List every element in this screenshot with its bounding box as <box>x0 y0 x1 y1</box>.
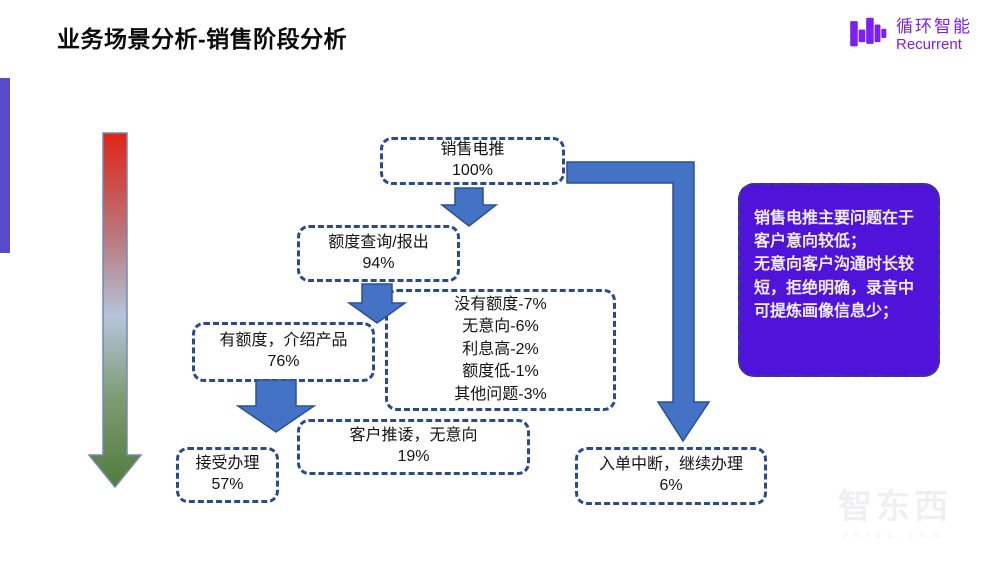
flow-node-interrupt: 入单中断，继续办理 6% <box>575 447 767 505</box>
left-accent-bar <box>0 78 10 253</box>
logo-text: 循环智能 Recurrent <box>896 17 972 54</box>
node-value: 100% <box>452 162 493 179</box>
watermark-text: 智东西 <box>838 488 952 526</box>
node-label: 有额度，介绍产品 <box>219 332 348 350</box>
node-value: 76% <box>267 353 300 370</box>
watermark: 智东西 zhidx.com <box>838 479 952 540</box>
reason-line: 没有额度-7% <box>454 296 547 314</box>
flow-node-sales-call: 销售电推 100% <box>380 137 565 185</box>
note-box: 销售电推主要问题在于客户意向较低； 无意向客户沟通时长较短，拒绝明确，录音中可提… <box>738 183 940 377</box>
node-label: 销售电推 <box>440 141 505 159</box>
logo-name-en: Recurrent <box>896 36 962 54</box>
node-value: 6% <box>659 477 683 494</box>
node-value: 57% <box>211 476 244 493</box>
reason-line: 其他问题-3% <box>454 385 547 403</box>
gradient-funnel-arrow <box>87 132 143 489</box>
node-label: 额度查询/报出 <box>328 233 429 251</box>
down-arrow-1 <box>439 187 499 227</box>
node-label: 客户推诿，无意向 <box>349 427 478 445</box>
node-label: 入单中断，继续办理 <box>598 456 743 474</box>
flow-node-quota-query: 额度查询/报出 94% <box>297 225 460 282</box>
flow-node-no-quota-reasons: 没有额度-7% 无意向-6% 利息高-2% 额度低-1% 其他问题-3% <box>385 289 616 411</box>
flow-node-procrastinate: 客户推诿，无意向 19% <box>297 419 530 475</box>
node-value: 94% <box>362 254 395 272</box>
page-title: 业务场景分析-销售阶段分析 <box>57 26 348 52</box>
watermark-url: zhidx.com <box>843 530 947 540</box>
note-line: 销售电推主要问题在于客户意向较低； <box>754 210 915 251</box>
logo-name-cn: 循环智能 <box>896 16 972 36</box>
flow-node-has-quota: 有额度，介绍产品 76% <box>192 322 375 382</box>
node-label: 接受办理 <box>195 455 260 473</box>
reason-line: 无意向-6% <box>462 318 539 336</box>
waveform-bars-icon <box>850 17 887 47</box>
reason-line: 利息高-2% <box>462 340 539 358</box>
flow-node-accept: 接受办理 57% <box>176 447 279 503</box>
reason-line: 额度低-1% <box>462 363 539 381</box>
recurrent-logo: 循环智能 Recurrent <box>846 16 972 54</box>
node-value: 19% <box>397 448 430 465</box>
note-line: 无意向客户沟通时长较短，拒绝明确，录音中可提炼画像信息少； <box>754 256 915 320</box>
